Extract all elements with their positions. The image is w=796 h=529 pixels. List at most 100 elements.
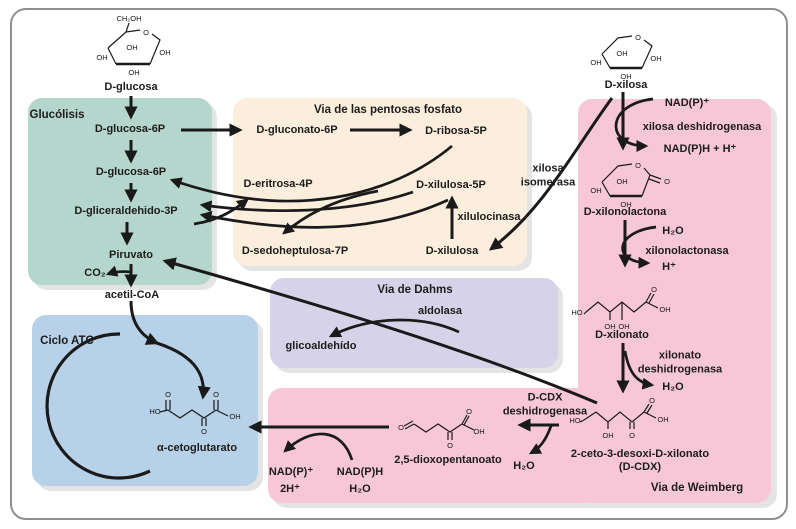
label-glucosa: D-glucosa: [104, 81, 158, 94]
dahms-title: Via de Dahms: [377, 283, 453, 296]
label-h2o-3: H₂O: [513, 460, 535, 473]
svg-text:HO: HO: [571, 308, 582, 317]
pentose-title: Via de las pentosas fosfato: [313, 103, 463, 116]
label-acetilcoa: acetil-CoA: [104, 289, 160, 302]
arrow-xilosa-isomerasa: [488, 97, 614, 251]
svg-text:O: O: [651, 285, 657, 294]
svg-text:OH: OH: [229, 412, 240, 421]
weimberg-title: Via de Weimberg: [650, 481, 744, 494]
svg-text:O: O: [466, 407, 472, 416]
label-xilulosa5p: D-xilulosa-5P: [416, 179, 486, 192]
xylose-structure: O OH OH OH OH: [590, 33, 661, 81]
svg-text:OH: OH: [473, 427, 484, 436]
dahms-pathway-box: [270, 278, 558, 368]
arrow-xilulosa5p-to-g3p: [199, 190, 414, 213]
label-nadph-h: NAD(P)H + H⁺: [663, 143, 737, 156]
svg-text:O: O: [165, 390, 171, 399]
svg-text:OH: OH: [620, 200, 631, 209]
glucose-structure: CH₂OH O OH OH OH OH: [96, 14, 170, 77]
arrow-acetilcoa-to-tca: [129, 300, 160, 345]
svg-text:CH₂OH: CH₂OH: [117, 14, 142, 23]
arc-h2o-xilonato-deshidrogenasa: [623, 350, 655, 390]
svg-text:O: O: [201, 427, 207, 436]
label-h2o-1: H₂O: [662, 225, 684, 238]
svg-text:O: O: [635, 161, 641, 170]
label-cdx-abbr: (D-CDX): [618, 461, 662, 474]
svg-text:OH: OH: [604, 322, 615, 331]
label-h-plus: H⁺: [662, 261, 676, 274]
label-glicoaldehido: glicoaldehído: [285, 340, 357, 353]
svg-text:OH: OH: [590, 186, 601, 195]
label-sedoheptulosa7p: D-sedoheptulosa-7P: [241, 245, 349, 258]
label-glucosa6p-b: D-glucosa-6P: [95, 166, 167, 179]
xylonate-structure: HO OH OH O OH: [571, 285, 670, 331]
arrow-to-sedoheptulosa7p: [282, 189, 379, 235]
label-xilulosa: D-xilulosa: [425, 245, 479, 258]
xylonolactone-structure: O O OH OH OH: [590, 161, 670, 209]
label-eritrosa4p: D-eritrosa-4P: [243, 178, 313, 191]
svg-text:HO: HO: [569, 416, 580, 425]
label-aldolasa: aldolasa: [417, 305, 463, 318]
label-nadp-2: NAD(P)⁺: [268, 466, 314, 479]
tca-cycle-circle: [45, 332, 151, 480]
outer-frame: [10, 8, 788, 520]
label-xilosa-isomerasa: xilosa isomerasa: [520, 162, 576, 188]
glycolysis-title: Glucólisis: [29, 108, 85, 121]
dioxopentanoate-structure: O O O OH: [398, 407, 485, 450]
svg-text:OH: OH: [590, 58, 601, 67]
label-nadph: NAD(P)H: [336, 466, 384, 479]
svg-text:O: O: [664, 177, 670, 186]
label-h2o-4: H₂O: [349, 483, 371, 496]
svg-text:OH: OH: [128, 68, 139, 77]
svg-text:OH: OH: [618, 322, 629, 331]
svg-text:O: O: [649, 396, 655, 405]
arrow-aldolasa-to-glicoaldehido: [328, 318, 460, 338]
svg-text:O: O: [398, 423, 404, 432]
pentose-phosphate-box: [233, 98, 527, 266]
svg-text:OH: OH: [657, 415, 668, 424]
svg-text:OH: OH: [96, 53, 107, 62]
label-xilosa: D-xilosa: [604, 79, 648, 92]
arc-h2o-dcdx-deshidrogenasa: [528, 425, 553, 455]
svg-text:O: O: [143, 28, 149, 37]
label-gliceraldehido3p: D-gliceraldehido-3P: [74, 205, 178, 218]
label-h2o-2: H₂O: [662, 381, 684, 394]
svg-text:OH: OH: [650, 54, 661, 63]
arc-nadph-to-nadp: [283, 432, 354, 461]
arrow-tca-to-cetoglutarato: [149, 339, 211, 400]
label-dcdx-deshidrogenasa: D-CDX deshidrogenasa: [502, 391, 588, 417]
label-dioxopentanoato: 2,5-dioxopentanoato: [394, 454, 502, 467]
svg-text:HO: HO: [149, 407, 160, 416]
arrow-pentose-to-g3p: [199, 198, 449, 229]
arc-nadp-xilosa-deshidrogenasa: [614, 97, 654, 152]
cdx-structure: HO OH O O OH: [569, 396, 668, 440]
label-co2: CO₂: [84, 267, 106, 280]
svg-text:OH: OH: [620, 72, 631, 81]
label-xilosa-deshidrogenasa: xilosa deshidrogenasa: [642, 121, 762, 134]
label-glucosa6p-a: D-glucosa-6P: [94, 123, 166, 136]
svg-text:OH: OH: [602, 431, 613, 440]
label-cetoglutarato: α-cetoglutarato: [156, 442, 238, 455]
svg-text:OH: OH: [616, 177, 627, 186]
label-ribosa5p: D-ribosa-5P: [425, 125, 487, 138]
arrow-g3p-to-eritrosa4p: [193, 198, 249, 226]
ketoglutarate-structure: HO O O O OH: [149, 390, 240, 436]
svg-text:O: O: [635, 33, 641, 42]
svg-text:O: O: [213, 390, 219, 399]
arrow-ribosa5p-to-glucosa6p: [169, 144, 453, 203]
label-xilonato-deshidrogenasa: xilonato deshidrogenasa: [637, 349, 723, 375]
label-xilulocinasa: xilulocinasa: [457, 211, 521, 224]
svg-text:OH: OH: [659, 305, 670, 314]
tca-title: Ciclo ATC: [40, 334, 94, 347]
label-xilonato: D-xilonato: [595, 329, 649, 342]
label-piruvato: Piruvato: [108, 249, 154, 262]
arc-h2o-xilonolactonasa: [621, 225, 657, 269]
svg-text:OH: OH: [159, 48, 170, 57]
svg-text:OH: OH: [126, 43, 137, 52]
arrow-co2-branch: [105, 265, 132, 277]
svg-text:O: O: [447, 441, 453, 450]
svg-text:OH: OH: [616, 49, 627, 58]
label-2h: 2H⁺: [280, 483, 300, 496]
